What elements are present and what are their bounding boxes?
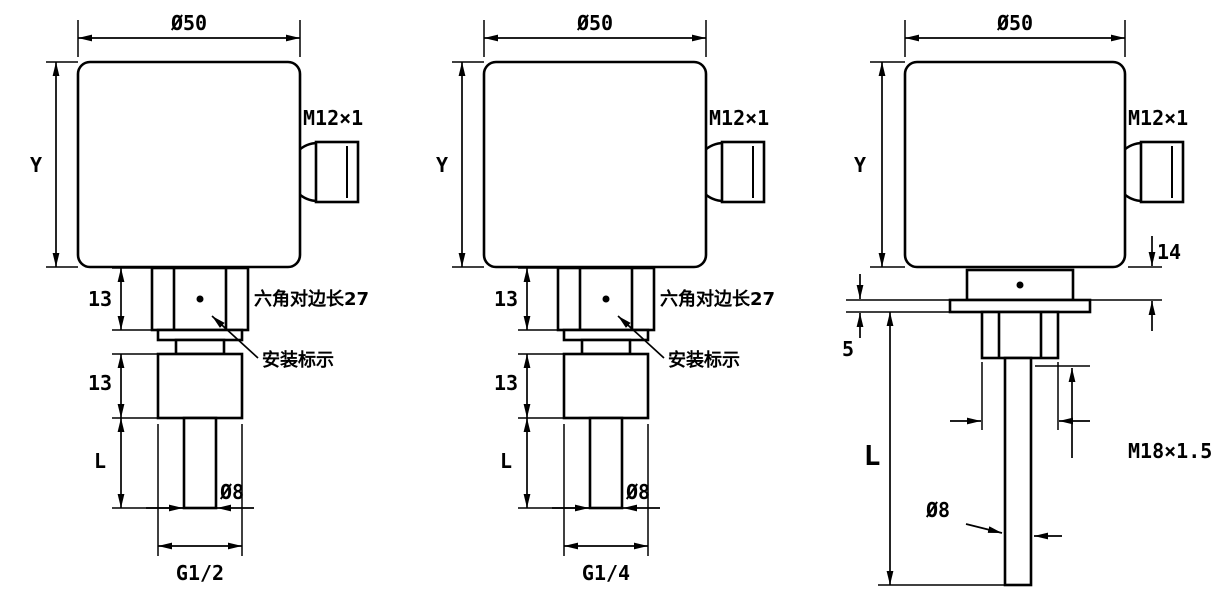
label-connector-thread: M12×1 — [1128, 106, 1188, 130]
dim-hex-height: 13 — [494, 267, 564, 331]
probe-stem — [182, 416, 218, 510]
m12-connector: M12×1 — [693, 106, 769, 204]
probe-stem — [588, 416, 624, 510]
m12-connector: M12×1 — [287, 106, 363, 204]
label-body-height: Y — [436, 153, 448, 177]
label-thread-length: 13 — [88, 371, 112, 395]
sensor-body — [903, 60, 1127, 269]
label-washer-thickness: 5 — [842, 337, 854, 361]
sensor-body — [76, 60, 302, 269]
label-probe-diameter: Ø8 — [219, 480, 244, 504]
washer — [948, 298, 1092, 314]
label-hex-note: 六角对边长27 — [660, 288, 775, 310]
neck — [174, 338, 226, 356]
label-body-height: Y — [854, 153, 866, 177]
connector-plug — [720, 140, 766, 204]
dim-process-thread: G1/2 — [157, 424, 243, 585]
dim-hex-height: 13 — [88, 267, 158, 331]
install-mark-callout: 安装标示 — [211, 315, 334, 371]
hex-nut — [150, 266, 250, 332]
drawing-g14-variant: Ø50 M12×1 Y 六角对边长27 13 — [436, 11, 775, 585]
label-thread-length: 13 — [494, 371, 518, 395]
label-connector-thread: M12×1 — [303, 106, 363, 130]
dim-body-height: Y — [854, 61, 905, 268]
label-hex-height: 13 — [494, 287, 518, 311]
dim-body-height: Y — [30, 61, 78, 268]
install-mark-callout: 安装标示 — [617, 315, 740, 371]
dim-thread-height: 13 — [494, 353, 564, 419]
label-process-thread: G1/4 — [582, 561, 630, 585]
label-install-mark: 安装标示 — [262, 349, 334, 371]
dim-top-diameter: Ø50 — [77, 11, 301, 57]
hex-nut — [980, 310, 1060, 360]
dim-top-diameter: Ø50 — [904, 11, 1126, 57]
dim-probe-length: L — [94, 418, 184, 509]
label-hex-height: 13 — [88, 287, 112, 311]
dim-probe-diameter: Ø8 — [146, 480, 254, 512]
neck — [580, 338, 632, 356]
label-probe-diameter: Ø8 — [925, 498, 950, 522]
thread-body — [156, 352, 244, 420]
thread-body — [562, 352, 650, 420]
m12-connector: M12×1 — [1112, 106, 1188, 204]
dim-probe-length: L — [864, 312, 1005, 586]
sensor-body — [482, 60, 708, 269]
label-connector-thread: M12×1 — [709, 106, 769, 130]
connector-plug — [1139, 140, 1185, 204]
label-install-mark: 安装标示 — [668, 349, 740, 371]
label-process-thread: M18×1.5 — [1128, 439, 1212, 463]
center-dot — [196, 295, 204, 303]
drawing-g12-variant: Ø50 M12×1 Y 六角对边长27 13 — [30, 11, 369, 585]
dim-probe-length: L — [500, 418, 590, 509]
dim-probe-diameter: Ø8 — [925, 498, 1062, 540]
label-top-diameter: Ø50 — [170, 11, 207, 35]
center-dot — [602, 295, 610, 303]
label-probe-length: L — [94, 449, 106, 473]
dim-top-diameter: Ø50 — [483, 11, 707, 57]
label-probe-diameter: Ø8 — [625, 480, 650, 504]
dim-thread-height: 13 — [88, 353, 158, 419]
label-top-diameter: Ø50 — [576, 11, 613, 35]
label-hex-note: 六角对边长27 — [254, 288, 369, 310]
connector-plug — [314, 140, 360, 204]
dim-process-thread: M18×1.5 — [950, 362, 1212, 463]
label-probe-length: L — [500, 449, 512, 473]
hex-nut — [556, 266, 656, 332]
label-body-height: Y — [30, 153, 42, 177]
probe-stem — [1003, 356, 1033, 587]
dim-probe-diameter: Ø8 — [552, 480, 660, 512]
center-dot — [1016, 281, 1024, 289]
mounting-collar — [965, 268, 1075, 302]
label-top-diameter: Ø50 — [996, 11, 1033, 35]
dim-process-thread: G1/4 — [563, 424, 649, 585]
label-process-thread: G1/2 — [176, 561, 224, 585]
drawing-m18-variant: Ø50 M12×1 Y 14 — [842, 11, 1212, 587]
dim-washer-thickness: 5 — [842, 274, 950, 361]
label-collar-height: 14 — [1157, 240, 1181, 264]
label-probe-length: L — [864, 439, 881, 472]
dim-body-height: Y — [436, 61, 484, 268]
